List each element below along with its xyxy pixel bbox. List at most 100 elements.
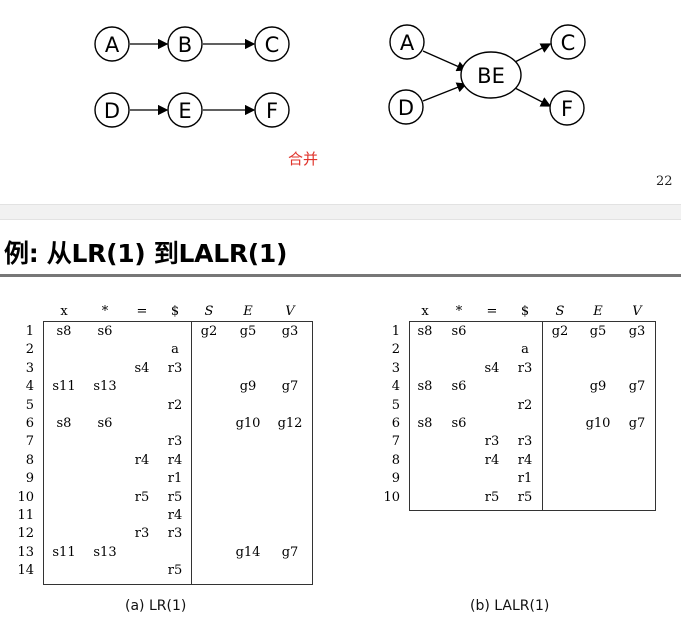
table-cell: s6 — [451, 416, 467, 431]
title-underline — [0, 274, 681, 277]
table-frame — [409, 321, 656, 511]
state-number: 11 — [17, 508, 34, 523]
state-merge-diagram: A B C D E F A — [94, 24, 586, 128]
column-header: V — [632, 304, 642, 319]
merge-label: 合并 — [288, 150, 319, 168]
action-goto-divider — [191, 321, 192, 585]
table-cell: s8 — [56, 416, 72, 431]
state-number: 5 — [391, 397, 400, 413]
node-B-left: B — [167, 26, 203, 62]
column-header: * — [455, 304, 463, 319]
table-cell: r5 — [167, 489, 183, 505]
state-number: 6 — [391, 416, 400, 431]
table-cell: s6 — [97, 416, 113, 431]
table-cell: g2 — [200, 324, 218, 339]
state-number: 4 — [391, 379, 400, 395]
column-header: E — [243, 304, 253, 319]
column-header: = — [486, 304, 498, 319]
table-cell: a — [171, 342, 179, 358]
state-number: 10 — [383, 489, 400, 505]
table-cell: s8 — [417, 324, 433, 339]
slide-divider — [0, 204, 681, 220]
state-number: 12 — [17, 526, 34, 542]
state-number: 3 — [25, 360, 34, 376]
column-header: x — [60, 304, 68, 319]
state-number: 8 — [391, 452, 400, 468]
table-cell: s6 — [451, 324, 467, 339]
table-cell: r3 — [167, 434, 183, 450]
state-number: 13 — [17, 544, 34, 560]
table-frame — [43, 321, 313, 585]
svg-text:D: D — [398, 96, 414, 120]
svg-text:B: B — [178, 33, 192, 57]
table-cell: g7 — [281, 544, 299, 560]
column-header: $ — [520, 304, 530, 319]
table-cell: s6 — [97, 324, 113, 339]
table-cell: s8 — [56, 324, 72, 339]
table-cell: s8 — [417, 416, 433, 431]
table-cell: r5 — [484, 489, 500, 505]
table-cell: g3 — [281, 324, 299, 339]
table-cell: g7 — [281, 379, 299, 395]
table-cell: g7 — [628, 416, 646, 431]
table-cell: r3 — [517, 360, 533, 376]
svg-text:C: C — [561, 31, 576, 55]
state-number: 14 — [17, 563, 34, 579]
table-cell: s6 — [451, 379, 467, 395]
column-header: x — [421, 304, 429, 319]
table-cell: r3 — [517, 434, 533, 450]
table-cell: r2 — [517, 397, 533, 413]
column-header: = — [136, 304, 148, 319]
node-E-left: E — [167, 92, 203, 128]
table-cell: s11 — [52, 379, 76, 395]
column-header: $ — [170, 304, 180, 319]
lr1-caption: (a) LR(1) — [125, 598, 187, 614]
table-cell: g5 — [589, 324, 607, 339]
svg-text:E: E — [178, 99, 191, 123]
state-number: 5 — [25, 397, 34, 413]
table-cell: s4 — [134, 360, 150, 376]
table-cell: r5 — [517, 489, 533, 505]
state-number: 7 — [25, 434, 34, 450]
state-number: 9 — [391, 471, 400, 487]
svg-text:A: A — [400, 31, 415, 55]
table-cell: g7 — [628, 379, 646, 395]
node-C-left: C — [254, 26, 290, 62]
node-F-left: F — [254, 92, 290, 128]
table-cell: r1 — [517, 471, 533, 487]
node-D-right: D — [388, 89, 424, 125]
state-number: 1 — [391, 324, 400, 339]
slide-title: 例: 从LR(1) 到LALR(1) — [4, 239, 288, 268]
table-cell: g9 — [589, 379, 607, 395]
table-cell: r5 — [167, 563, 183, 579]
table-cell: g9 — [239, 379, 257, 395]
state-number: 3 — [391, 360, 400, 376]
state-number: 2 — [391, 342, 400, 358]
node-BE-right: BE — [460, 51, 522, 99]
table-cell: r4 — [167, 508, 183, 523]
table-cell: s8 — [417, 379, 433, 395]
table-cell: r3 — [134, 526, 150, 542]
node-A-right: A — [389, 24, 425, 60]
svg-text:C: C — [265, 33, 280, 57]
table-cell: r4 — [484, 452, 500, 468]
table-cell: r3 — [484, 434, 500, 450]
lalr1-caption: (b) LALR(1) — [470, 598, 550, 614]
table-cell: a — [521, 342, 529, 358]
table-cell: r3 — [167, 526, 183, 542]
column-header: S — [555, 304, 565, 319]
node-A-left: A — [94, 26, 130, 62]
table-cell: g14 — [235, 544, 261, 560]
table-cell: g3 — [628, 324, 646, 339]
table-cell: r2 — [167, 397, 183, 413]
svg-text:F: F — [561, 97, 573, 121]
node-D-left: D — [94, 92, 130, 128]
node-F-right: F — [549, 90, 585, 126]
state-number: 10 — [17, 489, 34, 505]
table-cell: r5 — [134, 489, 150, 505]
svg-text:BE: BE — [477, 64, 505, 88]
state-number: 9 — [25, 471, 34, 487]
table-cell: s11 — [52, 544, 76, 560]
table-cell: s13 — [93, 544, 117, 560]
column-header: S — [204, 304, 214, 319]
